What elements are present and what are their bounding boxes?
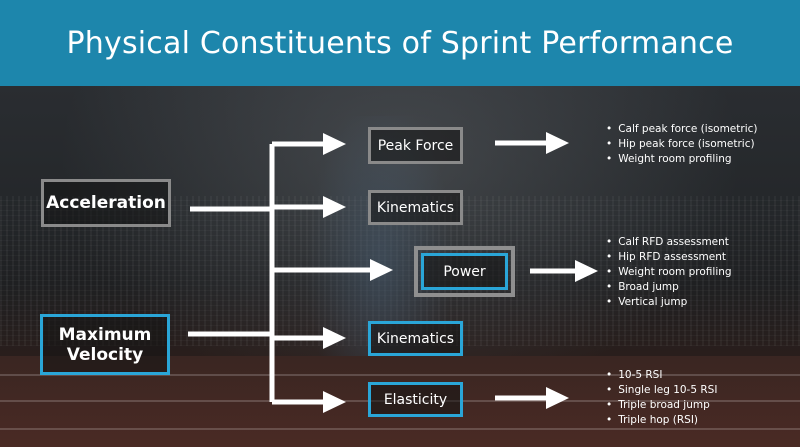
acceleration-label: Acceleration [46, 193, 166, 213]
power-list: Calf RFD assessment Hip RFD assessment W… [606, 235, 732, 310]
kinematics-bottom-label: Kinematics [376, 330, 455, 347]
peak-force-list: Calf peak force (isometric) Hip peak for… [606, 122, 758, 167]
power-inner-box: Power [421, 253, 508, 290]
arrow-right-icon [370, 259, 393, 281]
list-item: Calf RFD assessment [606, 235, 732, 250]
list-item: Weight room profiling [606, 265, 731, 280]
arrow-right-icon [323, 196, 346, 218]
kinematics-top-label: Kinematics [376, 199, 455, 216]
track-lane-line [0, 428, 800, 430]
peak-force-label: Peak Force [377, 137, 454, 154]
elasticity-label: Elasticity [383, 391, 448, 408]
arrow-right-icon [323, 327, 346, 349]
kinematics-bottom-box: Kinematics [368, 321, 463, 356]
arrowheads [323, 132, 598, 413]
max-velocity-box: Maximum Velocity [40, 314, 170, 375]
list-item: Hip peak force (isometric) [606, 137, 758, 152]
list-item: Single leg 10-5 RSI [606, 383, 717, 398]
arrow-right-icon [546, 132, 569, 154]
kinematics-top-box: Kinematics [368, 190, 463, 225]
elasticity-box: Elasticity [368, 382, 463, 417]
list-item: Weight room profiling [606, 152, 758, 167]
arrow-right-icon [323, 133, 346, 155]
list-item: Calf peak force (isometric) [606, 122, 757, 137]
max-velocity-label-line1: Maximum [58, 324, 152, 345]
list-item: 10-5 RSI [606, 368, 717, 383]
power-label: Power [443, 263, 486, 280]
track-lane-line [0, 374, 800, 376]
arrow-right-icon [323, 391, 346, 413]
connector-lines [188, 140, 577, 405]
list-item: Triple hop (RSI) [606, 413, 717, 428]
peak-force-box: Peak Force [368, 127, 463, 164]
title-bar: Physical Constituents of Sprint Performa… [0, 0, 800, 86]
arrow-right-icon [575, 260, 598, 282]
max-velocity-label-line2: Velocity [66, 344, 144, 365]
list-item: Vertical jump [606, 295, 732, 310]
acceleration-box: Acceleration [41, 179, 171, 227]
elasticity-list: 10-5 RSI Single leg 10-5 RSI Triple broa… [606, 368, 717, 428]
list-item: Triple broad jump [606, 398, 717, 413]
list-item: Hip RFD assessment [606, 250, 732, 265]
list-item: Broad jump [606, 280, 732, 295]
power-box: Power [414, 246, 515, 297]
page-title: Physical Constituents of Sprint Performa… [66, 25, 734, 61]
arrow-right-icon [546, 387, 569, 409]
